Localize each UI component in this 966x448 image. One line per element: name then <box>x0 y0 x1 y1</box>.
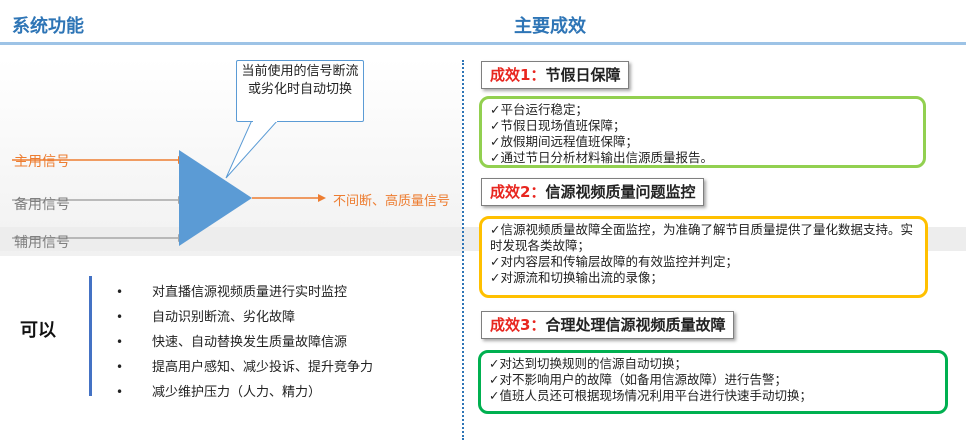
output-arrowhead <box>318 194 326 202</box>
capability-item: •自动识别断流、劣化故障 <box>116 305 373 330</box>
can-label: 可以 <box>20 320 56 341</box>
effect-2-box: ✓信源视频质量故障全面监控，为准确了解节目质量提供了量化数据支持。实时发现各类故… <box>479 216 928 298</box>
right-section-title: 主要成效 <box>514 16 586 37</box>
capability-item: •对直播信源视频质量进行实时监控 <box>116 280 373 305</box>
capabilities-list: •对直播信源视频质量进行实时监控 •自动识别断流、劣化故障 •快速、自动替换发生… <box>116 280 373 405</box>
capability-item: •快速、自动替换发生质量故障信源 <box>116 330 373 355</box>
bullet-dot: • <box>116 310 124 324</box>
aux-signal-label: 辅用信号 <box>14 235 70 251</box>
effect-1-item: ✓节假日现场值班保障； <box>490 118 626 133</box>
capability-item: •减少维护压力（人力、精力） <box>116 380 373 405</box>
callout-join <box>253 120 277 122</box>
switch-callout: 当前使用的信号断流或劣化时自动切换 <box>236 60 364 122</box>
effect-1-item: ✓通过节日分析材料输出信源质量报告。 <box>490 150 713 165</box>
header-rule <box>0 42 966 45</box>
output-signal-label: 不间断、高质量信号 <box>333 194 451 209</box>
capabilities-bar <box>89 276 92 396</box>
effect-1-item: ✓放假期间远程值班保障； <box>490 134 638 149</box>
diagram-background <box>0 58 462 256</box>
effect-1-box: ✓平台运行稳定； ✓节假日现场值班保障； ✓放假期间远程值班保障； ✓通过节日分… <box>479 96 926 168</box>
backup-signal-label: 备用信号 <box>14 197 70 213</box>
effect-2-item: ✓对源流和切换输出流的录像； <box>490 270 663 285</box>
effect-3-box: ✓对达到切换规则的信源自动切换； ✓对不影响用户的故障（如备用信源故障）进行告警… <box>478 350 948 414</box>
effect-1-item: ✓平台运行稳定； <box>490 102 588 117</box>
bullet-dot: • <box>116 360 124 374</box>
bullet-dot: • <box>116 335 124 349</box>
switch-triangle <box>179 150 252 246</box>
bullet-dot: • <box>116 285 124 299</box>
effect-3-item: ✓对不影响用户的故障（如备用信源故障）进行告警； <box>489 372 787 387</box>
section-divider <box>462 60 464 440</box>
effect-3-title: 成效3：合理处理信源视频质量故障 <box>481 311 735 339</box>
left-section-title: 系统功能 <box>12 16 84 37</box>
signal-switch-diagram <box>12 119 326 246</box>
callout-pointer <box>225 119 280 179</box>
main-signal-label: 主用信号 <box>14 154 70 170</box>
effect-2-item: ✓对内容层和传输层故障的有效监控并判定； <box>490 254 738 269</box>
effect-1-title: 成效1：节假日保障 <box>481 61 630 89</box>
bullet-dot: • <box>116 385 124 399</box>
effect-3-item: ✓值班人员还可根据现场情况利用平台进行快速手动切换； <box>489 388 812 403</box>
effect-3-item: ✓对达到切换规则的信源自动切换； <box>489 356 687 371</box>
effect-2-title: 成效2：信源视频质量问题监控 <box>481 178 705 206</box>
capability-item: •提高用户感知、减少投诉、提升竞争力 <box>116 355 373 380</box>
effect-2-item: ✓信源视频质量故障全面监控，为准确了解节目质量提供了量化数据支持。实时发现各类故… <box>490 222 913 253</box>
